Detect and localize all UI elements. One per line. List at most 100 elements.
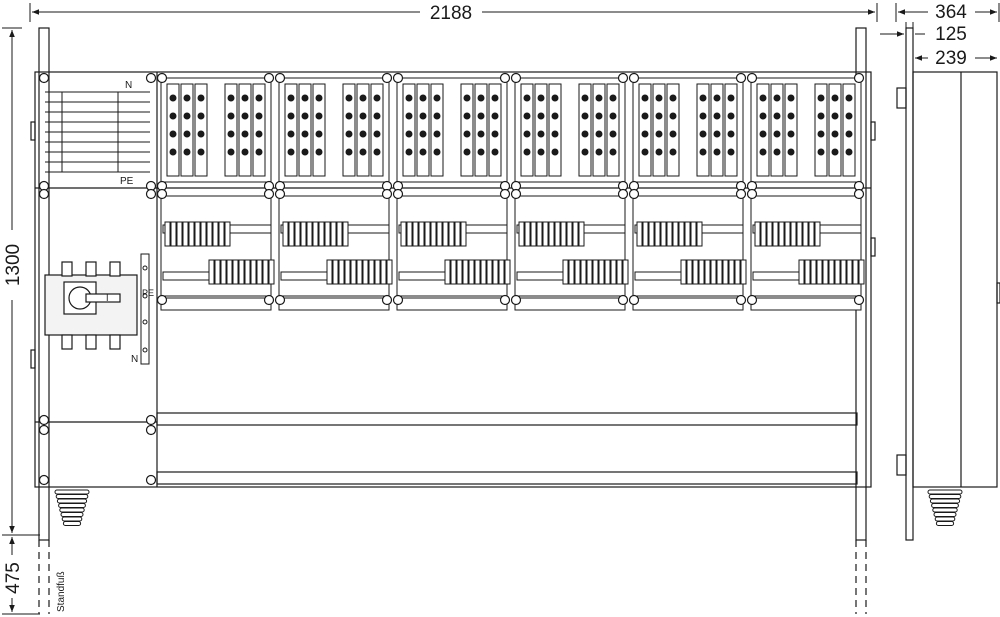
terminal-screw [183,112,191,120]
terminal-screw [595,94,603,102]
mounting-ring [746,294,758,306]
comb-tooth [250,259,257,285]
terminal-screw [641,112,649,120]
comb-tooth [318,221,325,247]
terminal-screw [537,94,545,102]
comb-tooth [572,221,579,247]
switch-marker: I [106,293,109,303]
comb-tooth [406,221,413,247]
mounting-ring [145,188,157,200]
mounting-ring [853,188,865,200]
mounting-ring [263,72,275,84]
comb-tooth [722,259,729,285]
terminal-screw [817,112,825,120]
mounting-ring [628,72,640,84]
terminal-screw [831,112,839,120]
comb-tooth [686,259,693,285]
comb-tooth [400,221,407,247]
terminal-screw [419,148,427,156]
terminal-screw [227,148,235,156]
comb-tooth [816,259,823,285]
comb-tooth [268,259,275,285]
comb-tooth [442,221,449,247]
comb-tooth [176,221,183,247]
comb-tooth [604,259,611,285]
terminal-screw [551,94,559,102]
mounting-ring [746,72,758,84]
comb-tooth [772,221,779,247]
terminal-screw [373,94,381,102]
comb-tooth [480,259,487,285]
terminal-screw [581,148,589,156]
comb-tooth [734,259,741,285]
comb-tooth [858,259,865,285]
terminal-screw [773,94,781,102]
height-dimension-label: 1300 [3,244,24,286]
comb-block-lower [798,259,865,285]
comb-tooth [760,221,767,247]
terminal-screw [491,94,499,102]
side-pe-n-rail [140,253,150,365]
gland-ring [59,507,85,513]
terminal-screw [641,130,649,138]
terminal-screw [345,94,353,102]
terminal-screw [169,148,177,156]
comb-tooth [574,259,581,285]
comb-tooth [350,259,357,285]
terminal-screw [433,130,441,138]
comb-tooth [498,259,505,285]
comb-tooth [696,221,703,247]
comb-tooth [214,259,221,285]
comb-tooth [368,259,375,285]
comb-tooth [542,221,549,247]
terminal-screw [477,148,485,156]
comb-block-upper [754,221,821,247]
terminal-screw [773,148,781,156]
terminal-screw [491,130,499,138]
mounting-ring [381,188,393,200]
comb-tooth [778,221,785,247]
terminal-screw [477,94,485,102]
comb-tooth [282,221,289,247]
terminal-screw [669,148,677,156]
mounting-ring [735,188,747,200]
comb-tooth [524,221,531,247]
comb-tooth [336,221,343,247]
panel-rail [750,297,862,311]
terminal-screw [817,130,825,138]
comb-tooth [666,221,673,247]
terminal-screw [773,112,781,120]
comb-tooth [690,221,697,247]
comb-tooth [852,259,859,285]
comb-block-upper [636,221,703,247]
terminal-screw [419,130,427,138]
terminal-screw [641,148,649,156]
terminal-screw [419,94,427,102]
comb-tooth [554,221,561,247]
terminal-screw [523,94,531,102]
comb-tooth [518,221,525,247]
terminal-screw [315,148,323,156]
comb-tooth [678,221,685,247]
terminal-screw [433,148,441,156]
feeder-module [632,77,747,311]
width-dimension [29,3,878,22]
comb-tooth [586,259,593,285]
comb-block-lower [562,259,629,285]
comb-tooth [244,259,251,285]
mounting-ring [628,188,640,200]
cable-gland [927,489,963,526]
main-switch [44,261,138,350]
neutral-pe-busbar-panel [45,91,150,173]
comb-tooth [444,259,451,285]
comb-tooth [660,221,667,247]
terminal-screw [315,94,323,102]
terminal-screw [655,130,663,138]
comb-tooth [504,259,511,285]
gland-ring [931,503,959,508]
terminal-screw [759,148,767,156]
comb-tooth [454,221,461,247]
gland-ring [62,521,82,526]
mounting-ring [38,424,50,436]
comb-tooth [374,259,381,285]
